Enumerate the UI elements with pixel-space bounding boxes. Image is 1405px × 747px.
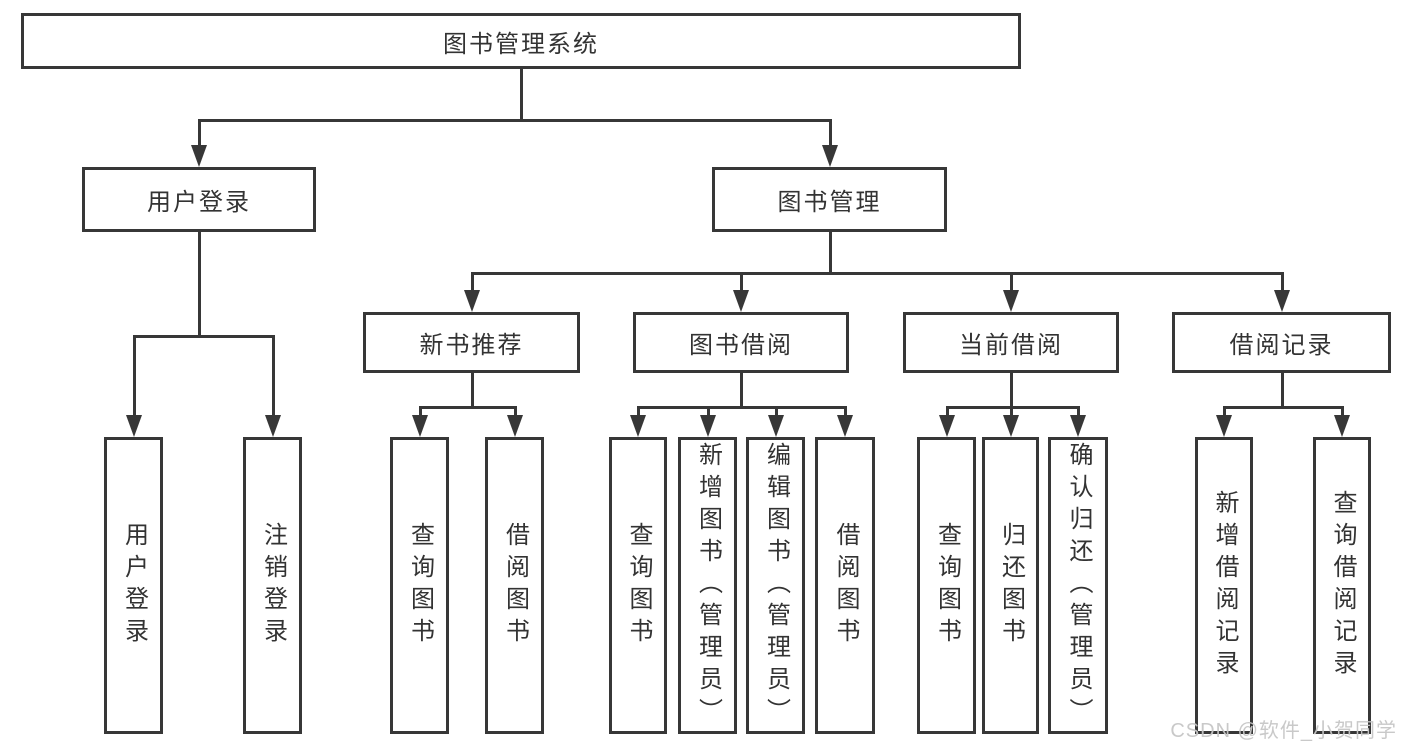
connector-line <box>198 232 201 338</box>
connector-line <box>1010 373 1013 409</box>
node-book-borrowing-label: 图书借阅 <box>689 332 793 359</box>
arrowhead-down-icon <box>1216 415 1232 437</box>
connector-line <box>1010 406 1013 419</box>
connector-line <box>419 406 517 409</box>
node-logout-leaf-label: 注销登录 <box>259 521 287 650</box>
connector-line <box>740 272 743 294</box>
node-borrow-books-recommend-label: 借阅图书 <box>501 521 529 650</box>
node-book-management: 图书管理 <box>712 167 947 232</box>
node-return-books-label: 归还图书 <box>997 521 1025 650</box>
connector-line <box>1223 406 1226 419</box>
node-edit-book-admin-label: 编辑图书（管理员） <box>762 441 790 730</box>
connector-line <box>637 406 640 419</box>
node-current-borrowing-label: 当前借阅 <box>959 332 1063 359</box>
node-return-books: 归还图书 <box>982 437 1039 734</box>
connector-line <box>946 406 949 419</box>
node-book-borrowing: 图书借阅 <box>633 312 849 373</box>
node-add-borrow-record-label: 新增借阅记录 <box>1211 489 1238 682</box>
arrowhead-down-icon <box>1274 290 1290 312</box>
connector-line <box>1077 406 1080 419</box>
connector-line <box>1010 272 1013 294</box>
node-borrow-records: 借阅记录 <box>1172 312 1391 373</box>
connector-line <box>471 373 474 409</box>
node-query-books-current: 查询图书 <box>917 437 976 734</box>
connector-line <box>471 272 1284 275</box>
connector-line <box>520 69 523 122</box>
connector-line <box>775 406 778 419</box>
connector-line <box>471 272 474 294</box>
connector-line <box>1281 373 1284 409</box>
arrowhead-down-icon <box>412 415 428 437</box>
node-user-login-leaf: 用户登录 <box>104 437 163 734</box>
node-confirm-return-admin-label: 确认归还（管理员） <box>1065 441 1092 730</box>
arrowhead-down-icon <box>733 290 749 312</box>
node-borrow-books-leaf: 借阅图书 <box>815 437 875 734</box>
arrowhead-down-icon <box>1003 415 1019 437</box>
arrowhead-down-icon <box>822 145 838 167</box>
connector-line <box>133 335 275 338</box>
connector-line <box>1223 406 1344 409</box>
arrowhead-down-icon <box>126 415 142 437</box>
node-query-books-recommend-label: 查询图书 <box>406 521 434 650</box>
node-query-borrow-record: 查询借阅记录 <box>1313 437 1371 734</box>
arrowhead-down-icon <box>1070 415 1086 437</box>
node-borrow-records-label: 借阅记录 <box>1229 332 1334 359</box>
node-query-books-recommend: 查询图书 <box>390 437 449 734</box>
node-confirm-return-admin: 确认归还（管理员） <box>1048 437 1108 734</box>
arrowhead-down-icon <box>1334 415 1350 437</box>
node-user-login: 用户登录 <box>82 167 316 232</box>
node-add-book-admin-label: 新增图书（管理员） <box>694 441 722 730</box>
watermark: CSDN @软件_小贺同学 <box>1170 720 1397 742</box>
connector-line <box>844 406 847 419</box>
node-add-book-admin: 新增图书（管理员） <box>678 437 737 734</box>
arrowhead-down-icon <box>191 145 207 167</box>
node-query-books-current-label: 查询图书 <box>933 521 961 650</box>
connector-line <box>272 335 275 419</box>
arrowhead-down-icon <box>768 415 784 437</box>
connector-line <box>198 119 201 149</box>
node-book-management-label: 图书管理 <box>777 189 882 216</box>
connector-line <box>740 373 743 409</box>
connector-line <box>637 406 847 409</box>
connector-line <box>707 406 710 419</box>
connector-line <box>419 406 422 419</box>
connector-line <box>946 406 1080 409</box>
connector-line <box>1281 272 1284 294</box>
node-current-borrowing: 当前借阅 <box>903 312 1119 373</box>
arrowhead-down-icon <box>837 415 853 437</box>
connector-line <box>829 119 832 149</box>
node-edit-book-admin: 编辑图书（管理员） <box>746 437 805 734</box>
node-library-system-label: 图书管理系统 <box>443 30 599 58</box>
node-new-book-recommend-label: 新书推荐 <box>419 332 524 359</box>
arrowhead-down-icon <box>464 290 480 312</box>
connector-line <box>133 335 136 419</box>
arrowhead-down-icon <box>700 415 716 437</box>
arrowhead-down-icon <box>630 415 646 437</box>
arrowhead-down-icon <box>1003 290 1019 312</box>
node-user-login-leaf-label: 用户登录 <box>120 521 148 650</box>
arrowhead-down-icon <box>939 415 955 437</box>
node-query-books-borrowing: 查询图书 <box>609 437 667 734</box>
node-borrow-books-recommend: 借阅图书 <box>485 437 544 734</box>
arrowhead-down-icon <box>507 415 523 437</box>
connector-line <box>198 119 832 122</box>
arrowhead-down-icon <box>265 415 281 437</box>
connector-line <box>1341 406 1344 419</box>
connector-line <box>514 406 517 419</box>
node-query-borrow-record-label: 查询借阅记录 <box>1329 489 1356 682</box>
node-user-login-label: 用户登录 <box>147 189 251 216</box>
node-query-books-borrowing-label: 查询图书 <box>625 521 652 650</box>
node-new-book-recommend: 新书推荐 <box>363 312 580 373</box>
node-borrow-books-leaf-label: 借阅图书 <box>832 521 859 650</box>
node-add-borrow-record: 新增借阅记录 <box>1195 437 1253 734</box>
node-library-system: 图书管理系统 <box>21 13 1021 69</box>
node-logout-leaf: 注销登录 <box>243 437 302 734</box>
connector-line <box>829 232 832 275</box>
